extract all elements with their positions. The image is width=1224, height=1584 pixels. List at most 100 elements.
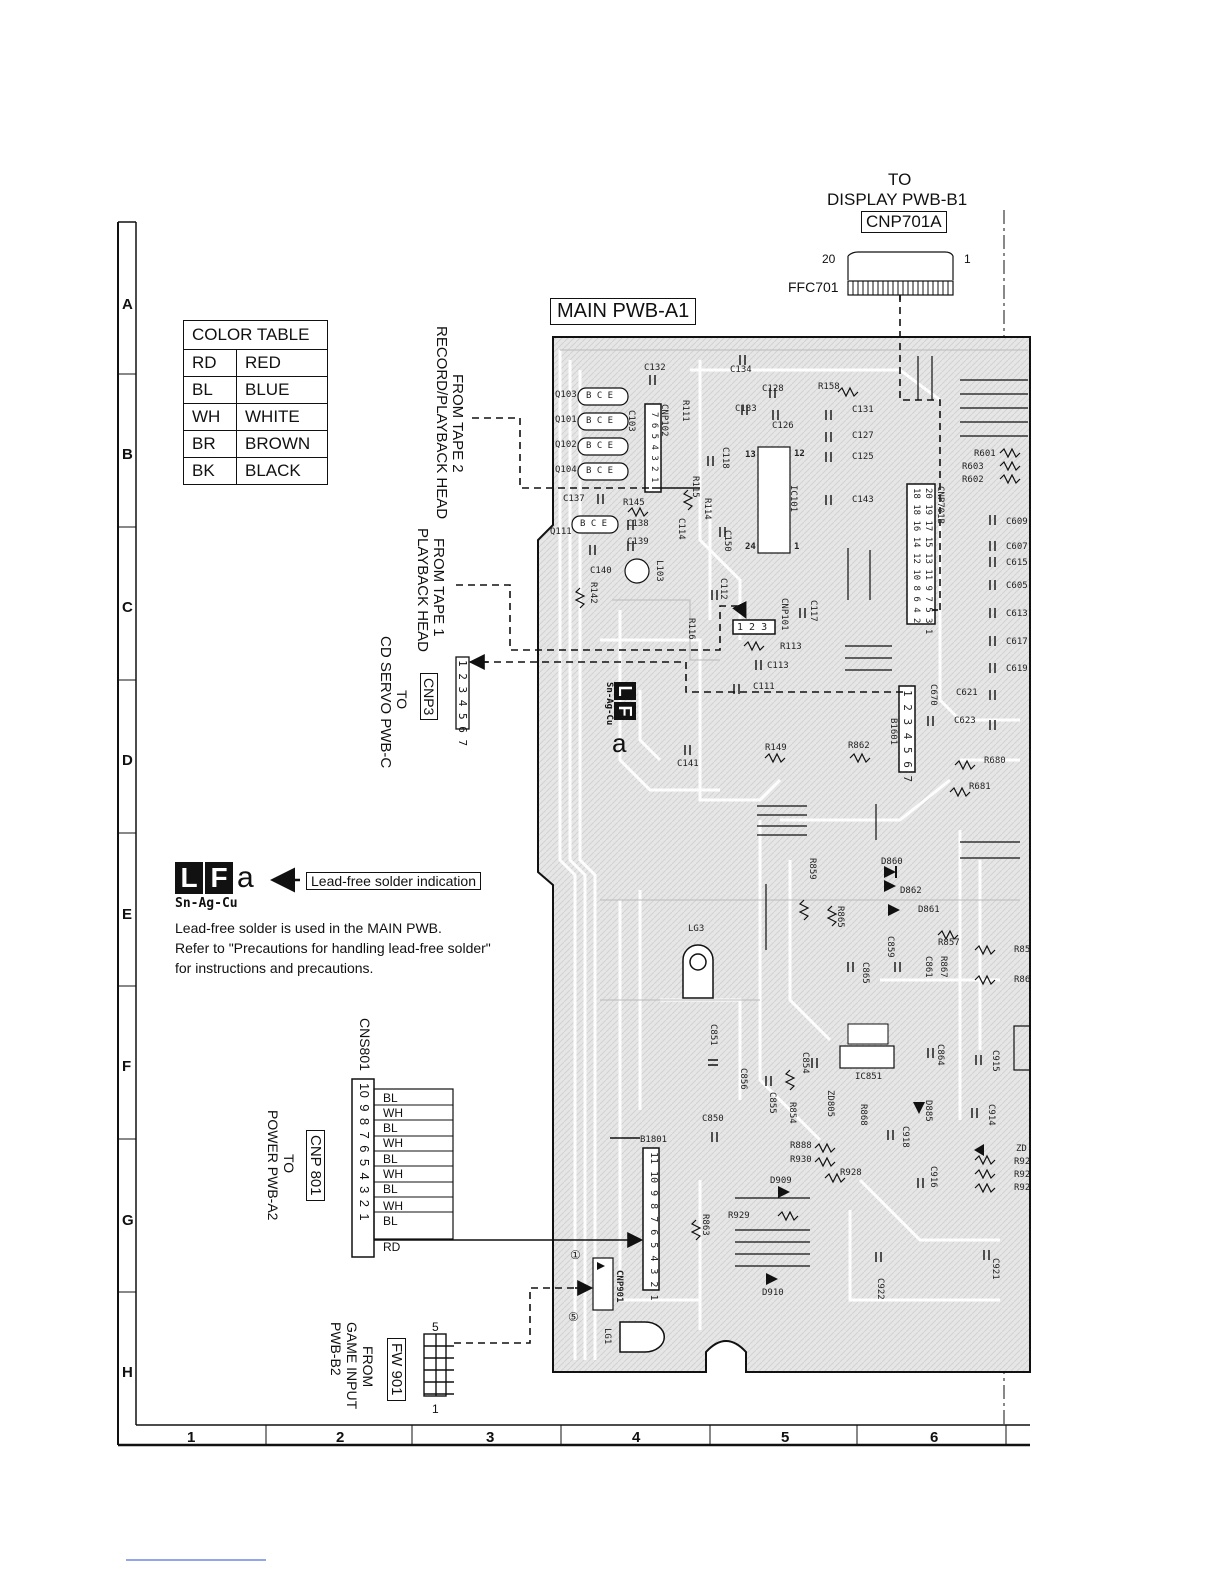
- r929-label: R929: [728, 1211, 750, 1221]
- c865-label: C865: [860, 962, 870, 984]
- ic101-pin12: 12: [794, 449, 805, 459]
- c615-label: C615: [1006, 558, 1028, 568]
- wire-color: BL: [383, 1182, 398, 1196]
- circle-5: ⑤: [568, 1310, 579, 1324]
- r888-label: R888: [790, 1141, 812, 1151]
- cnp102-pins: 7 6 5 4 3 2 1: [649, 412, 659, 483]
- row-label-e: E: [122, 906, 133, 923]
- r85x-label: R85: [1014, 945, 1031, 955]
- bce-pins: B C E: [586, 416, 614, 426]
- row-label-f: F: [122, 1058, 132, 1075]
- lg1-label: LG1: [602, 1328, 612, 1345]
- c113-label: C113: [767, 661, 789, 671]
- r116-label: R116: [686, 618, 696, 640]
- fw901-connector: [423, 1333, 454, 1397]
- bce-pins: B C E: [586, 466, 614, 476]
- wire-color: BL: [383, 1091, 398, 1105]
- pcb-lead-free-mark: LF Sn-Ag-Cu: [604, 682, 636, 725]
- color-code: RD: [183, 349, 237, 377]
- ffc701-label: FFC701: [788, 279, 839, 295]
- note-line: Refer to "Precautions for handling lead-…: [175, 940, 491, 956]
- color-name: BLUE: [236, 376, 328, 404]
- tape1-line2: PLAYBACK HEAD: [414, 528, 431, 652]
- r113-label: R113: [780, 642, 802, 652]
- ic101-pin13: 13: [745, 450, 756, 460]
- c134-label: C134: [730, 365, 752, 375]
- r868-label: R868: [858, 1104, 868, 1126]
- c125-label: C125: [852, 452, 874, 462]
- row-label-d: D: [122, 752, 133, 769]
- r865-label: R865: [835, 906, 845, 928]
- wire-color: WH: [383, 1136, 403, 1150]
- lead-free-note: Lead-free solder is used in the MAIN PWB…: [175, 918, 491, 978]
- r680-label: R680: [984, 756, 1006, 766]
- fw-pin-bottom: 1: [432, 1402, 439, 1416]
- pcb-lf-suffix: a: [612, 728, 627, 758]
- c864-label: C864: [935, 1044, 945, 1066]
- c916-label: C916: [928, 1166, 938, 1188]
- c126-label: C126: [772, 421, 794, 431]
- c133-label: C133: [735, 404, 757, 414]
- color-code: WH: [183, 403, 237, 431]
- col-label-4: 4: [632, 1429, 641, 1446]
- c137-label: C137: [563, 494, 585, 504]
- wire-color: RD: [383, 1240, 401, 1254]
- color-name: BLACK: [236, 457, 328, 485]
- signal-lines: [454, 295, 941, 1344]
- cns801-pins: 10 9 8 7 6 5 4 3 2 1: [357, 1083, 372, 1222]
- c855-label: C855: [767, 1092, 777, 1114]
- ffc-pin-right: 1: [964, 252, 971, 266]
- c131-label: C131: [852, 405, 874, 415]
- c117-label: C117: [808, 600, 818, 622]
- b1801-pins: 11 10 9 8 7 6 5 4 3 2 1: [648, 1152, 659, 1301]
- cd-to: TO: [394, 690, 410, 710]
- power-to: TO: [281, 1154, 297, 1174]
- lf-suffix: a: [237, 861, 254, 894]
- r862-label: R862: [848, 741, 870, 751]
- tape2-line2: RECORD/PLAYBACK HEAD: [433, 326, 450, 520]
- col-label-1: 1: [187, 1429, 196, 1446]
- cd-destination: CD SERVO PWB-C: [377, 636, 394, 769]
- c621-label: C621: [956, 688, 978, 698]
- display-to: TO: [888, 170, 912, 189]
- game-destination: GAME INPUT PWB-B2: [328, 1322, 360, 1409]
- c623-label: C623: [954, 716, 976, 726]
- c118-label: C118: [720, 447, 730, 469]
- c140-label: C140: [590, 566, 612, 576]
- r115-label: R115: [690, 476, 700, 498]
- d860-label: D860: [881, 857, 903, 867]
- c114-label: C114: [676, 518, 686, 540]
- r854-label: R854: [787, 1102, 797, 1124]
- r857-label: R857: [938, 938, 960, 948]
- r114-label: R114: [702, 498, 712, 520]
- c856-label: C856: [738, 1068, 748, 1090]
- color-code: BL: [183, 376, 237, 404]
- c613-label: C613: [1006, 609, 1028, 619]
- wire-color: WH: [383, 1167, 403, 1181]
- wire-color: WH: [383, 1199, 403, 1213]
- cnp801-label: CNP 801: [306, 1130, 325, 1201]
- r930-label: R930: [790, 1155, 812, 1165]
- q102-label: Q102: [555, 440, 577, 450]
- lead-free-indication-label: Lead-free solder indication: [306, 872, 481, 890]
- d861-label: D861: [918, 905, 940, 915]
- ic851-label: IC851: [855, 1072, 883, 1082]
- lf-letter: F: [205, 862, 233, 894]
- game-from: FROM: [360, 1346, 376, 1388]
- r92b-label: R92: [1014, 1170, 1031, 1180]
- ffc701-connector: [847, 251, 954, 296]
- r92a-label: R92: [1014, 1157, 1031, 1167]
- lf-alloy: Sn-Ag-Cu: [604, 682, 614, 726]
- c112-label: C112: [718, 578, 728, 600]
- c850-label: C850: [702, 1114, 724, 1124]
- c138-label: C138: [627, 519, 649, 529]
- color-name: RED: [236, 349, 328, 377]
- c861-label: C861: [923, 956, 933, 978]
- q101-label: Q101: [555, 415, 577, 425]
- wire-color: WH: [383, 1106, 403, 1120]
- cns801-label: CNS801: [357, 1018, 373, 1071]
- r859-label: R859: [807, 858, 817, 880]
- pcb-main: [537, 336, 1031, 1373]
- cnp701b-pins-bottom: 18 18 16 14 12 10 8 6 4 2: [911, 488, 921, 624]
